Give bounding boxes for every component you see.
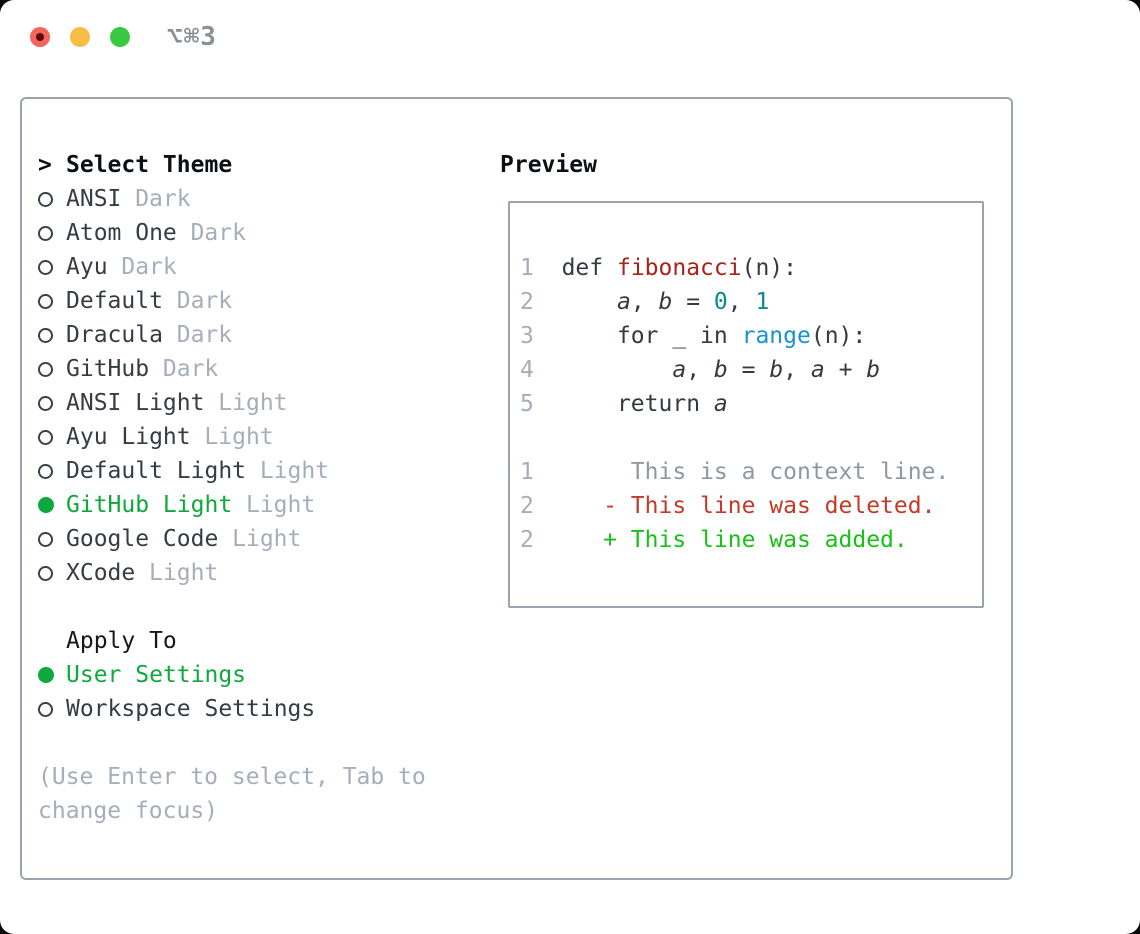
minimize-button[interactable] xyxy=(70,27,90,47)
preview-line-code: 3 for _ in range(n): xyxy=(520,323,867,349)
theme-option-label: ANSI Light xyxy=(66,390,205,416)
theme-option-atom-one[interactable]: Atom One Dark xyxy=(38,216,426,250)
preview-line-context: 1 This is a context line. xyxy=(520,459,950,485)
theme-variant-label: Light xyxy=(232,526,302,552)
theme-option-default[interactable]: Default Dark xyxy=(38,284,426,318)
apply-option-workspace-settings[interactable]: Workspace Settings xyxy=(38,692,426,726)
preview-line-blank xyxy=(520,421,982,455)
title-bar: ⌥⌘3 xyxy=(0,0,1140,70)
theme-option-default-light[interactable]: Default Light Light xyxy=(38,454,426,488)
theme-variant-label: Dark xyxy=(162,356,219,382)
theme-option-label: Google Code xyxy=(66,526,219,552)
radio-unselected-icon xyxy=(38,191,66,207)
apply-option-label: Workspace Settings xyxy=(66,696,316,722)
preview-line-code: 2 a, b = 0, 1 xyxy=(520,289,770,315)
radio-unselected-icon xyxy=(38,531,66,547)
preview-line-addition: 2 + This line was added. xyxy=(520,527,908,553)
theme-option-label: Default Light xyxy=(66,458,247,484)
apply-to-header: Apply To xyxy=(38,624,426,658)
line-number: 2 xyxy=(520,527,534,553)
theme-variant-label: Dark xyxy=(190,220,246,246)
theme-variant-label: Dark xyxy=(176,288,233,314)
theme-variant-label: Dark xyxy=(176,322,233,348)
theme-option-github[interactable]: GitHub Dark xyxy=(38,352,426,386)
theme-variant-label: Dark xyxy=(135,186,191,212)
theme-option-ansi-light[interactable]: ANSI Light Light xyxy=(38,386,426,420)
radio-unselected-icon xyxy=(38,429,66,445)
theme-option-label: GitHub xyxy=(66,356,150,382)
line-number: 5 xyxy=(520,391,534,417)
theme-option-label: Default xyxy=(66,288,163,314)
theme-variant-label: Light xyxy=(204,424,274,450)
line-number: 1 xyxy=(520,255,534,281)
theme-variant-label: Light xyxy=(245,492,316,518)
radio-unselected-icon xyxy=(38,327,66,343)
radio-unselected-icon xyxy=(38,565,66,581)
theme-option-ansi[interactable]: ANSI Dark xyxy=(38,182,426,216)
zoom-button[interactable] xyxy=(110,27,130,47)
theme-option-xcode[interactable]: XCode Light xyxy=(38,556,426,590)
theme-variant-label: Light xyxy=(149,560,219,586)
apply-option-user-settings[interactable]: User Settings xyxy=(38,658,426,692)
preview-line-deletion: 2 - This line was deleted. xyxy=(520,493,936,519)
theme-option-label: Ayu Light xyxy=(66,424,191,450)
radio-unselected-icon xyxy=(38,259,66,275)
theme-option-label: ANSI xyxy=(66,186,122,212)
spacer xyxy=(38,726,426,760)
help-text-line-1: (Use Enter to select, Tab to xyxy=(38,764,426,790)
spacer xyxy=(38,590,426,624)
line-number: 2 xyxy=(520,289,534,315)
theme-option-label: XCode xyxy=(66,560,136,586)
preview-line-code: 5 return a xyxy=(520,391,728,417)
help-text-line-2: change focus) xyxy=(38,798,219,824)
theme-variant-label: Light xyxy=(259,458,330,484)
apply-to-title: Apply To xyxy=(66,628,177,654)
radio-unselected-icon xyxy=(38,361,66,377)
theme-option-github-light[interactable]: GitHub Light Light xyxy=(38,488,426,522)
apply-option-label: User Settings xyxy=(66,662,247,688)
window-title-shortcut: ⌥⌘3 xyxy=(167,22,217,52)
cursor-marker-icon: > xyxy=(38,152,52,178)
preview-pane: 1 def fibonacci(n): 2 a, b = 0, 1 3 for _ … xyxy=(508,201,984,608)
theme-option-ayu-light[interactable]: Ayu Light Light xyxy=(38,420,426,454)
radio-unselected-icon xyxy=(38,463,66,479)
theme-option-google-code[interactable]: Google Code Light xyxy=(38,522,426,556)
close-button[interactable] xyxy=(30,27,50,47)
radio-selected-icon xyxy=(38,667,66,683)
select-theme-header: > Select Theme xyxy=(38,148,426,182)
line-number: 2 xyxy=(520,493,534,519)
line-number: 1 xyxy=(520,459,534,485)
theme-variant-label: Light xyxy=(218,390,288,416)
theme-variant-label: Dark xyxy=(121,254,177,280)
preview-code-block: 1 def fibonacci(n): 2 a, b = 0, 1 3 for _ … xyxy=(520,251,982,557)
theme-option-ayu[interactable]: Ayu Dark xyxy=(38,250,426,284)
select-theme-title: Select Theme xyxy=(66,152,233,178)
preview-title: Preview xyxy=(500,152,597,178)
radio-unselected-icon xyxy=(38,395,66,411)
preview-line-code: 1 def fibonacci(n): xyxy=(520,255,797,281)
theme-option-label: Atom One xyxy=(66,220,177,246)
radio-unselected-icon xyxy=(38,293,66,309)
theme-option-dracula[interactable]: Dracula Dark xyxy=(38,318,426,352)
line-number: 3 xyxy=(520,323,534,349)
radio-unselected-icon xyxy=(38,225,66,241)
preview-line-code: 4 a, b = b, a + b xyxy=(520,357,881,383)
theme-option-label: Dracula xyxy=(66,322,163,348)
theme-option-label: GitHub Light xyxy=(66,492,233,518)
radio-selected-icon xyxy=(38,497,66,513)
line-number: 4 xyxy=(520,357,534,383)
radio-unselected-icon xyxy=(38,701,66,717)
theme-option-label: Ayu xyxy=(66,254,108,280)
